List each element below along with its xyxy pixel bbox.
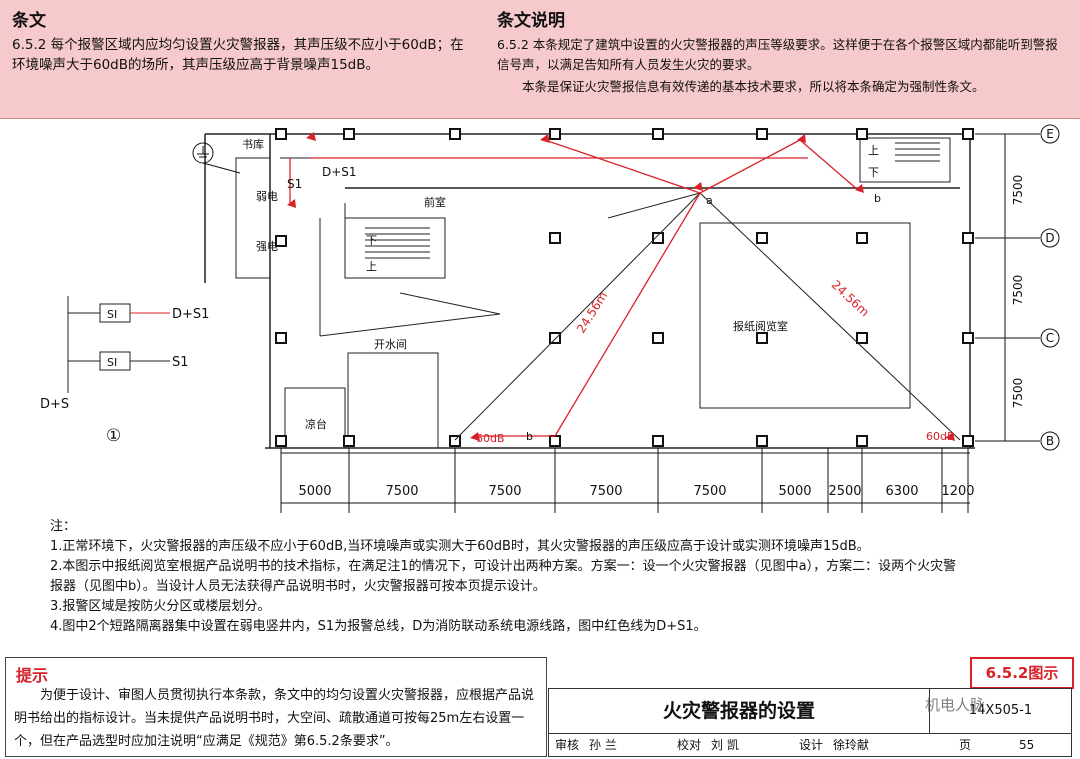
room-reading: 报纸阅览室 [733, 319, 788, 333]
title-block: 火灾警报器的设置 14X505-1 审核 孙 兰 校对 刘 凯 设计 徐玲献 页… [548, 688, 1072, 757]
note-2-cont: 报器（见图中b）。当设计人员无法获得产品说明书时，火灾警报器可按本页提示设计。 [50, 579, 546, 594]
tip-title: 提示 [16, 666, 49, 685]
distance-label-left: 24.56m [574, 289, 610, 335]
dim-right-1: 7500 [1011, 175, 1025, 206]
tip-box: 提示 为便于设计、审图人员贯彻执行本条款，条文中的均匀设置火灾警报器，应根据产品… [5, 657, 547, 757]
notes-title: 注： [50, 519, 77, 534]
wiring-red-ds1 [289, 139, 859, 437]
dim-bottom-4: 7500 [589, 484, 622, 499]
db-label-right: 60dB [926, 430, 955, 443]
balcony [284, 387, 346, 449]
notes-section: 注： 1.正常环境下，火灾警报器的声压级不应小于60dB,当环境噪声或实测大于6… [50, 517, 1070, 637]
distance-label-right: 24.56m [829, 278, 872, 320]
checker-name: 刘 凯 [711, 738, 739, 752]
db-label-left: 60dB [476, 432, 505, 445]
header-band: 条文 6.5.2 每个报警区域内应均匀设置火灾警报器，其声压级不应小于60dB；… [0, 0, 1080, 119]
tip-text: 为便于设计、审图人员贯彻执行本条款，条文中的均匀设置火灾警报器，应根据产品说明书… [14, 688, 535, 749]
page-label: 页 [959, 738, 972, 752]
watermark: 机电人脉 [925, 696, 986, 714]
room-library: 书库 [242, 138, 264, 151]
check-label: 校对 [677, 738, 702, 752]
axis-e: E [1046, 127, 1054, 141]
axis-c: C [1046, 331, 1054, 345]
dim-right-3: 7500 [1011, 378, 1025, 409]
dim-bottom-9: 1200 [941, 484, 974, 499]
label-ds1: D+S1 [322, 165, 357, 179]
designer-name: 徐玲献 [833, 738, 870, 752]
legend-si-2: SI [107, 356, 117, 369]
dim-bottom-8: 6300 [885, 484, 918, 499]
drawing-code: 14X505-1 [968, 703, 1033, 718]
note-4: 4.图中2个短路隔离器集中设置在弱电竖井内，S1为报警总线，D为消防联动系统电源… [50, 619, 707, 634]
note-1: 1.正常环境下，火灾警报器的声压级不应小于60dB,当环境噪声或实测大于60dB… [50, 539, 870, 554]
stair-down: 下 [366, 234, 377, 247]
page-number: 55 [1019, 738, 1035, 752]
note-3: 3.报警区域是按防火分区或楼层划分。 [50, 599, 271, 614]
stair-east-down: 下 [868, 166, 879, 179]
ground-symbol-icon [192, 142, 241, 174]
dim-bottom-7: 2500 [828, 484, 861, 499]
stair-core-east [859, 137, 951, 183]
explanation-column: 条文说明 6.5.2 本条规定了建筑中设置的火灾警报器的声压等级要求。这样便于在… [497, 6, 1067, 97]
clause-text: 6.5.2 每个报警区域内应均匀设置火灾警报器，其声压级不应小于60dB；在环境… [12, 37, 464, 73]
label-b-right: b [874, 192, 881, 205]
room-strong-current: 强电 [256, 240, 278, 253]
figure-tag: 6.5.2图示 [970, 657, 1074, 689]
legend-in-ds: D+S [40, 397, 69, 412]
alarm-markers [287, 132, 955, 441]
legend-si-1: SI [107, 308, 117, 321]
clause-column: 条文 6.5.2 每个报警区域内应均匀设置火灾警报器，其声压级不应小于60dB；… [12, 6, 467, 75]
room-weak-current: 弱电 [256, 190, 278, 203]
explanation-text-1: 6.5.2 本条规定了建筑中设置的火灾警报器的声压等级要求。这样便于在各个报警区… [497, 37, 1058, 72]
clause-title: 条文 [12, 11, 46, 31]
label-a: a [706, 194, 713, 207]
drawing-title: 火灾警报器的设置 [549, 689, 930, 733]
reviewer-name: 孙 兰 [589, 738, 617, 752]
room-balcony: 凉台 [305, 417, 327, 431]
toilet-block [347, 352, 439, 449]
explanation-text-2: 本条是保证火灾警报信息有效传递的基本技术要求，所以将本条确定为强制性条文。 [522, 79, 985, 94]
stair-core [344, 217, 446, 279]
dim-right-2: 7500 [1011, 275, 1025, 306]
stair-up: 上 [366, 260, 377, 273]
wiring-black [319, 192, 961, 441]
legend-out-ds1: D+S1 [172, 307, 209, 322]
dim-bottom-6: 5000 [778, 484, 811, 499]
reading-room-inner [699, 222, 911, 409]
room-boiler: 开水间 [374, 338, 407, 351]
signature-row: 审核 孙 兰 校对 刘 凯 设计 徐玲献 页 55 [549, 733, 1071, 757]
dim-bottom-5: 7500 [693, 484, 726, 499]
floor-plan: 书库 弱电 强电 前室 下 上 开水间 凉台 报纸阅览室 上 下 D+S1 S1… [40, 124, 1060, 513]
dim-bottom-3: 7500 [488, 484, 521, 499]
dim-bottom-2: 7500 [385, 484, 418, 499]
review-label: 审核 [555, 738, 580, 752]
room-anteroom: 前室 [424, 195, 446, 209]
label-b-left: b [526, 430, 533, 443]
legend-wiring [67, 296, 170, 393]
legend-out-s1: S1 [172, 355, 189, 370]
stair-east-up: 上 [868, 144, 879, 157]
axis-b: B [1046, 434, 1054, 448]
explanation-title: 条文说明 [497, 11, 565, 31]
structural-columns [275, 128, 974, 447]
dim-bottom-1: 5000 [298, 484, 331, 499]
axis-d: D [1045, 231, 1054, 245]
design-label: 设计 [799, 738, 824, 752]
detail-marker: ① [106, 426, 121, 446]
label-s1: S1 [287, 177, 302, 191]
note-2: 2.本图示中报纸阅览室根据产品说明书的技术指标，在满足注1的情况下，可设计出两种… [50, 559, 957, 574]
